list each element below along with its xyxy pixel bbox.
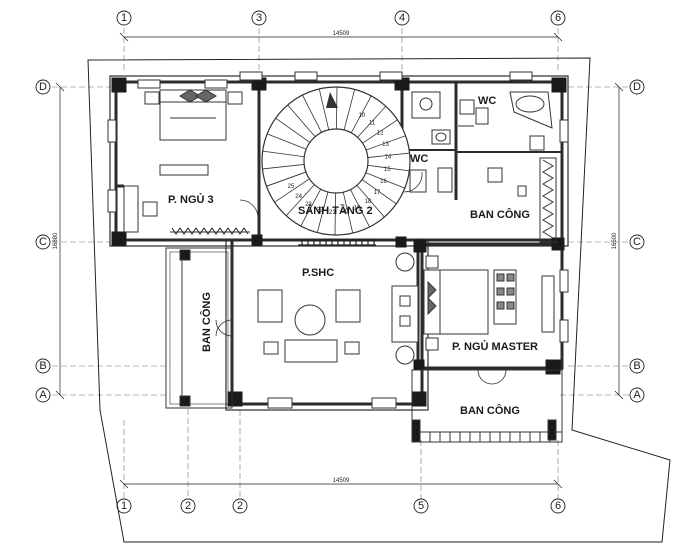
stair-step-number: 17 bbox=[374, 190, 381, 196]
cornice-details bbox=[107, 71, 569, 409]
axis-right-d: D bbox=[633, 81, 641, 93]
stair-step-number: 12 bbox=[377, 130, 384, 136]
wardrobe-master bbox=[539, 157, 557, 243]
dim-left-total: 16880 bbox=[53, 232, 59, 249]
stair-tread bbox=[367, 164, 410, 172]
axis-left-b: B bbox=[39, 360, 46, 372]
stair-tread bbox=[350, 189, 370, 228]
axis-bottom-2b: 2 bbox=[237, 500, 243, 512]
stair-tread bbox=[318, 88, 330, 130]
stair-tread bbox=[367, 152, 410, 158]
axis-left-d: D bbox=[39, 81, 47, 93]
stair-tread bbox=[300, 188, 322, 227]
stair-step-number: 21 bbox=[329, 210, 336, 216]
axis-bottom-2a: 2 bbox=[185, 500, 191, 512]
stair-step-number: 25 bbox=[288, 184, 295, 190]
stair-tread bbox=[302, 94, 322, 133]
room-label-bedroom3: P. NGỦ 3 bbox=[168, 193, 214, 206]
room-label-balcony-south: BAN CÔNG bbox=[460, 404, 520, 417]
axis-top-4: 4 bbox=[399, 12, 405, 24]
balcony-east-furniture bbox=[487, 167, 527, 197]
axis-top-1: 1 bbox=[121, 12, 127, 24]
dimension-lines bbox=[55, 32, 624, 489]
stair-step-number: 11 bbox=[369, 121, 376, 127]
stair-tread bbox=[365, 135, 406, 151]
door-wc-lower bbox=[403, 171, 423, 193]
stair-tread bbox=[362, 119, 398, 144]
room-label-wc-upper: WC bbox=[478, 95, 496, 107]
axis-bottom-1: 1 bbox=[121, 500, 127, 512]
pillars bbox=[111, 77, 567, 407]
wardrobe-bedroom3 bbox=[123, 185, 139, 233]
room-label-hall: SẢNH TẦNG 2 bbox=[298, 204, 373, 217]
curtain-bedroom3 bbox=[170, 227, 250, 235]
stair-tread bbox=[336, 87, 338, 130]
door-balcony-west bbox=[215, 319, 233, 337]
stair-tread bbox=[262, 150, 305, 158]
stair-tread bbox=[356, 184, 385, 218]
living-furniture bbox=[257, 252, 419, 365]
stair-tread bbox=[274, 178, 310, 203]
stair-step-number: 14 bbox=[385, 154, 392, 160]
balcony-south-structure bbox=[411, 369, 563, 443]
axis-right-b: B bbox=[633, 360, 640, 372]
axis-right-c: C bbox=[633, 236, 641, 248]
stair-step-number: 15 bbox=[384, 167, 391, 173]
stair-tread bbox=[287, 104, 316, 138]
stair-step-number: 18 bbox=[365, 199, 372, 205]
stair-step-number: 19 bbox=[354, 206, 361, 212]
stair-tread bbox=[342, 192, 354, 234]
stair-step-number: 13 bbox=[382, 142, 389, 148]
bed-master bbox=[423, 255, 555, 351]
stair-tread bbox=[267, 133, 307, 150]
axis-bottom-5: 5 bbox=[418, 500, 424, 512]
stair-tread bbox=[365, 172, 405, 189]
stair-tread bbox=[334, 192, 336, 235]
room-label-wc-lower: WC bbox=[410, 153, 428, 165]
axis-left-a: A bbox=[39, 389, 47, 401]
grid-lines bbox=[52, 28, 630, 500]
axis-bottom-6: 6 bbox=[555, 500, 561, 512]
site-outline bbox=[87, 57, 671, 543]
door-balcony-south bbox=[477, 369, 507, 385]
axis-right-a: A bbox=[633, 389, 641, 401]
stair-step-number: 16 bbox=[380, 179, 387, 185]
room-label-master: P. NGỦ MASTER bbox=[452, 340, 538, 353]
dim-top-total: 14509 bbox=[333, 31, 350, 37]
wc-upper-fixtures bbox=[411, 91, 553, 151]
stair-step-number: 20 bbox=[342, 209, 349, 215]
stair-step-number: 23 bbox=[305, 202, 312, 208]
room-label-balcony-west: BAN CÔNG bbox=[200, 292, 213, 352]
stair-tread bbox=[275, 117, 311, 143]
stair-step-number: 10 bbox=[359, 113, 366, 119]
balcony-west-structure bbox=[165, 247, 233, 409]
stair-tread bbox=[262, 164, 305, 170]
axis-left-c: C bbox=[39, 236, 47, 248]
stair-tread bbox=[316, 191, 329, 233]
room-label-balcony-east: BAN CÔNG bbox=[470, 208, 530, 221]
axis-top-6: 6 bbox=[555, 12, 561, 24]
dim-right-total: 16500 bbox=[612, 232, 618, 249]
door-bedroom3 bbox=[239, 199, 259, 219]
hall-railing bbox=[298, 239, 376, 246]
stair-tread bbox=[285, 184, 315, 216]
stair-step-number: 24 bbox=[295, 194, 302, 200]
stair-tread bbox=[357, 106, 387, 138]
stair-tread bbox=[343, 89, 356, 131]
dim-bottom-total: 14509 bbox=[333, 478, 350, 484]
stair-direction-arrow-icon bbox=[326, 92, 338, 108]
stair-tread bbox=[266, 171, 307, 187]
stair-tread bbox=[350, 95, 372, 134]
axis-top-3: 3 bbox=[256, 12, 262, 24]
bed-bedroom3 bbox=[142, 89, 243, 217]
stair-step-number: 22 bbox=[317, 207, 324, 213]
stair-tread bbox=[361, 179, 397, 205]
room-label-living: P.SHC bbox=[302, 267, 334, 279]
